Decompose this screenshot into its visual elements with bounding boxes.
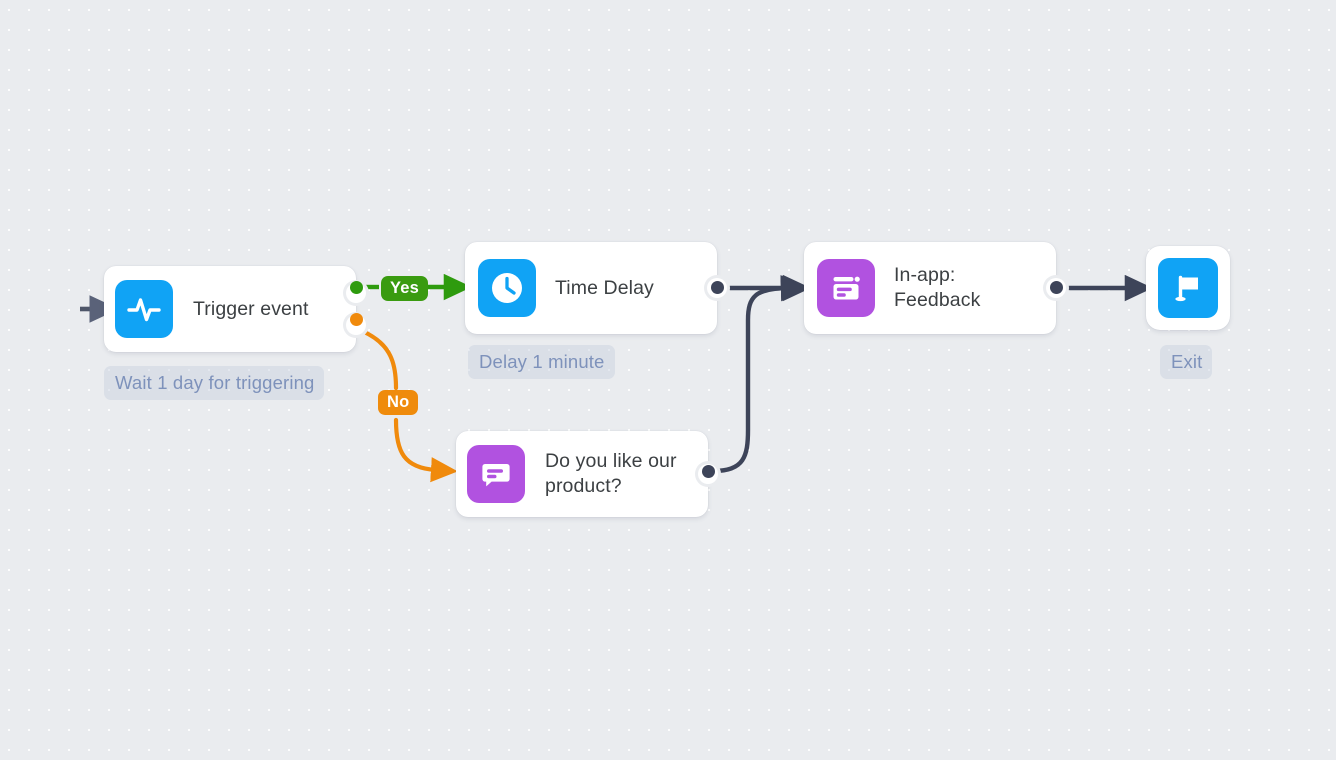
node-time-delay[interactable]: Time Delay bbox=[465, 242, 730, 334]
node-title: Time Delay bbox=[555, 276, 654, 299]
node-title: Trigger event bbox=[193, 297, 309, 320]
node-title: In-app: Feedback bbox=[894, 264, 981, 311]
in-app-message-icon bbox=[817, 259, 875, 317]
caption-exit[interactable]: Exit bbox=[1160, 345, 1213, 380]
pulse-icon bbox=[115, 280, 173, 338]
node-exit[interactable] bbox=[1146, 246, 1230, 330]
caption-delay[interactable]: Delay 1 minute bbox=[468, 345, 615, 380]
port-inapp-out[interactable] bbox=[1050, 281, 1063, 294]
clock-icon bbox=[478, 259, 536, 317]
node-title: Do you like our product? bbox=[545, 450, 677, 497]
flag-icon bbox=[1158, 258, 1218, 318]
node-in-app-feedback[interactable]: In-app: Feedback bbox=[804, 242, 1069, 334]
edge-question-to-inapp bbox=[711, 274, 809, 474]
node-question-product[interactable]: Do you like our product? bbox=[456, 431, 721, 517]
port-question-out[interactable] bbox=[702, 465, 715, 478]
chat-bubble-icon bbox=[467, 445, 525, 503]
badge-yes[interactable]: Yes bbox=[381, 276, 429, 302]
port-trigger-yes[interactable] bbox=[350, 281, 363, 294]
caption-trigger[interactable]: Wait 1 day for triggering bbox=[104, 366, 325, 401]
port-trigger-no[interactable] bbox=[350, 313, 363, 326]
badge-no[interactable]: No bbox=[378, 390, 419, 416]
node-trigger-event[interactable]: Trigger event bbox=[104, 266, 369, 352]
port-delay-out[interactable] bbox=[711, 281, 724, 294]
